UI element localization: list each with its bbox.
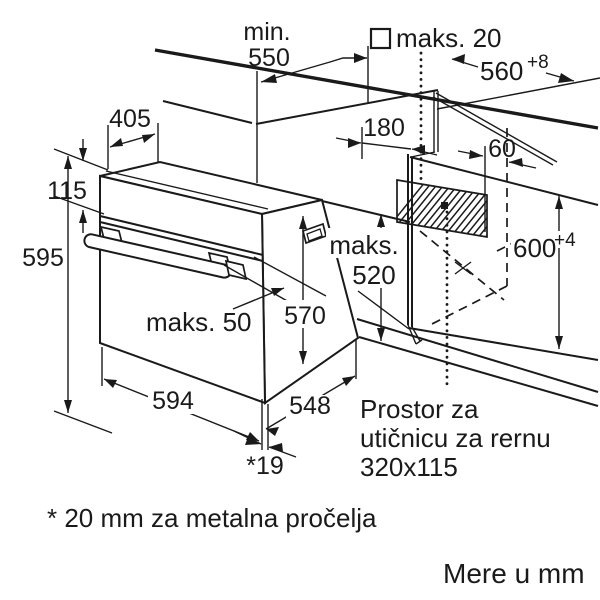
- oven-top-inner-line: [105, 170, 269, 210]
- wall-back-edge: [436, 77, 600, 110]
- label-19: *19: [246, 452, 284, 480]
- niche-foot-c: [415, 339, 423, 345]
- ext-handle-b: [253, 256, 327, 297]
- socket-center-dot: [441, 202, 448, 209]
- control-panel-bottom-b: [99, 221, 264, 262]
- label-550: 550: [248, 44, 290, 72]
- niche-interior-dashed: [419, 128, 514, 327]
- label-maks50: maks. 50: [146, 307, 252, 337]
- socket-note-line1: Prostor za: [360, 394, 479, 424]
- side-panel-top-edge-b: [432, 96, 554, 166]
- ext-oven-top: [53, 148, 109, 171]
- side-panel-top-edge-a: [435, 92, 558, 163]
- dimension-labels: min. 550 maks. 20 560 +8 405 115 595 180…: [22, 18, 576, 480]
- dashed-niche-floor-diagonal: [419, 230, 505, 301]
- label-115: 115: [47, 177, 87, 205]
- label-min: min.: [243, 18, 290, 46]
- oven-front-face: [99, 174, 267, 405]
- niche-bottom-edge: [408, 327, 599, 361]
- dim-180-line: [361, 142, 412, 150]
- square-symbol-icon: [369, 27, 392, 50]
- label-60: 60: [488, 135, 516, 163]
- label-maks20: maks. 20: [396, 23, 502, 53]
- niche-top-edge: [409, 156, 599, 206]
- units-note: Mere u mm: [443, 558, 585, 589]
- control-panel-bottom-a: [99, 215, 264, 256]
- label-maks-word: maks.: [329, 230, 398, 260]
- oven: [83, 160, 360, 405]
- label-560: 560: [480, 56, 523, 86]
- side-panel-connector: [410, 151, 436, 158]
- worktop-cutout-back-edge: [255, 89, 439, 125]
- under-counter-edge: [321, 200, 411, 223]
- ext-oven-bottom: [53, 410, 113, 434]
- door-handle: [83, 225, 248, 281]
- ext-handle-a: [223, 264, 297, 307]
- plinth-edge-a: [356, 318, 599, 393]
- label-520: 520: [352, 260, 395, 290]
- annotation-texts: Prostor za utičnicu za rernu 320x115 * 2…: [47, 394, 585, 589]
- footnote-text: * 20 mm za metalna pročelja: [47, 503, 377, 533]
- plinth-edge-b: [358, 336, 599, 407]
- label-600: 600: [513, 233, 556, 263]
- label-594: 594: [152, 387, 194, 415]
- floor-cross-mark-b: [454, 261, 472, 275]
- label-600-sup: +4: [554, 230, 576, 251]
- label-548: 548: [289, 392, 331, 420]
- label-180: 180: [363, 114, 405, 142]
- ext-panel-bottom: [53, 195, 105, 215]
- socket-area-outline: [396, 178, 488, 239]
- dim-19-line-r: [268, 446, 297, 458]
- worktop-front-edge: [154, 48, 599, 130]
- label-570: 570: [284, 302, 326, 330]
- cabinet-top-front-edge: [162, 100, 253, 124]
- label-405: 405: [109, 105, 151, 133]
- cabinet-floor-edge: [357, 290, 410, 330]
- label-595: 595: [22, 244, 64, 272]
- side-vent-inner: [306, 228, 323, 242]
- socket-note-line3: 320x115: [360, 452, 458, 482]
- dashed-corner-tick: [496, 242, 514, 252]
- worktop-lines: [154, 46, 600, 183]
- socket-note-line2: utičnicu za rernu: [360, 423, 551, 453]
- label-560-sup: +8: [527, 52, 549, 73]
